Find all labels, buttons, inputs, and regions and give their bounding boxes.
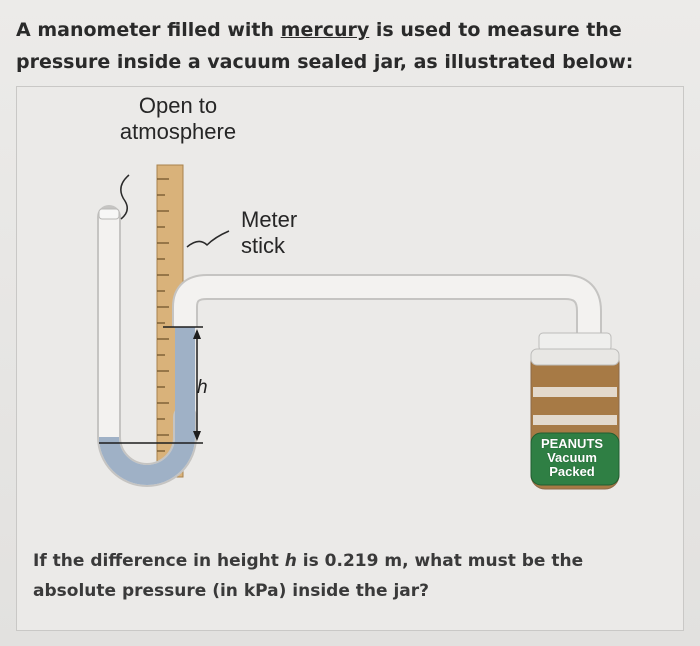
jar-label-line-3: Packed — [549, 464, 595, 479]
mercury-column — [99, 327, 195, 485]
jar-label-line-2: Vacuum — [547, 450, 597, 465]
peanut-jar — [530, 332, 620, 490]
open-pointer — [120, 174, 130, 220]
meter-pointer — [186, 230, 230, 248]
open-tube-end — [98, 208, 120, 220]
meter-stick-ticks — [157, 178, 169, 468]
manometer-diagram — [97, 164, 620, 490]
jar-label-text: PEANUTS Vacuum Packed — [527, 437, 617, 479]
intro-prefix: A manometer filled with — [16, 19, 281, 41]
question-intro: A manometer filled with mercury is used … — [16, 14, 684, 78]
label-open-to-atmosphere: Open to atmosphere — [119, 93, 237, 144]
jar-label-line-1: PEANUTS — [540, 436, 604, 451]
prompt-suffix: is 0.219 m, what must be the absolute pr… — [33, 551, 584, 601]
manometer-figure: Open to atmosphere Meter stick h PEANUTS… — [16, 86, 684, 631]
label-h: h — [197, 377, 208, 398]
jar-label-band — [530, 432, 620, 486]
intro-suffix: is used to measure the pressure inside a… — [16, 19, 634, 73]
h-arrow-top — [193, 329, 201, 339]
mercury-link[interactable]: mercury — [280, 19, 370, 41]
prompt-prefix: If the difference in height — [33, 551, 285, 571]
label-meter-stick: Meter stick — [241, 207, 298, 258]
prompt-variable-h: h — [284, 551, 297, 571]
question-prompt: If the difference in height h is 0.219 m… — [33, 546, 669, 606]
h-arrow-bottom — [193, 431, 201, 441]
